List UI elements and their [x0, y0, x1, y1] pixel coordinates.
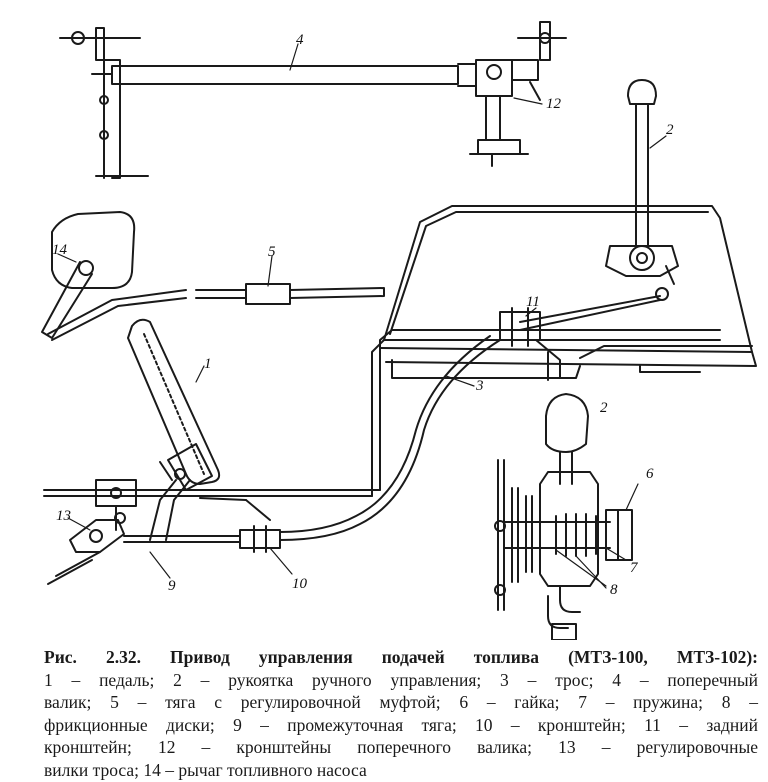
caption-title: Рис. 2.32. Привод управления подачей топ…: [44, 647, 758, 667]
cab-floor-outline: [43, 205, 757, 497]
callout-5: 5: [268, 244, 276, 260]
callout-13: 13: [56, 508, 71, 524]
caption-line-3: фрикционные диски; 9 – промежуточная тяг…: [44, 714, 758, 735]
callout-2-detail: 2: [600, 400, 608, 416]
throttle-cable: [199, 295, 661, 553]
callout-9: 9: [168, 578, 176, 594]
hand-lever-clutch-detail: [494, 393, 633, 640]
callout-6: 6: [646, 466, 654, 482]
callout-14: 14: [52, 242, 68, 258]
callout-4: 4: [296, 32, 304, 48]
figure-caption: Рис. 2.32. Привод управления подачей топ…: [44, 646, 758, 782]
callout-2-hand-lever: 2: [666, 122, 674, 138]
leader-lines: [57, 43, 667, 589]
transverse-shaft-assembly: [59, 21, 567, 179]
callout-1: 1: [204, 356, 212, 372]
callout-8: 8: [610, 582, 618, 598]
callout-11: 11: [526, 294, 540, 310]
pedal-assembly: [127, 318, 221, 491]
caption-line-2: валик; 5 – тяга с регулировочной муфтой;…: [44, 692, 758, 713]
callout-10: 10: [292, 576, 308, 592]
caption-title-line: Рис. 2.32. Привод управления подачей топ…: [44, 646, 758, 669]
caption-line-4: кронштейн; 12 – кронштейны поперечного в…: [44, 737, 758, 758]
caption-line-5: вилки троса; 14 – рычаг топливного насос…: [44, 759, 367, 780]
fuel-control-drive-drawing: 1 2 2 3 4 5 6 7 8 9 10 11 12 13 14: [41, 21, 757, 640]
callout-12: 12: [546, 96, 562, 112]
callout-7: 7: [630, 560, 639, 576]
fuel-pump-lever-and-rod: [41, 211, 385, 341]
callout-3: 3: [475, 378, 484, 394]
intermediate-rod-assembly: [47, 479, 221, 585]
caption-line-1: 1 – педаль; 2 – рукоятка ручного управле…: [44, 669, 758, 690]
hand-lever-assembly: [605, 79, 679, 301]
